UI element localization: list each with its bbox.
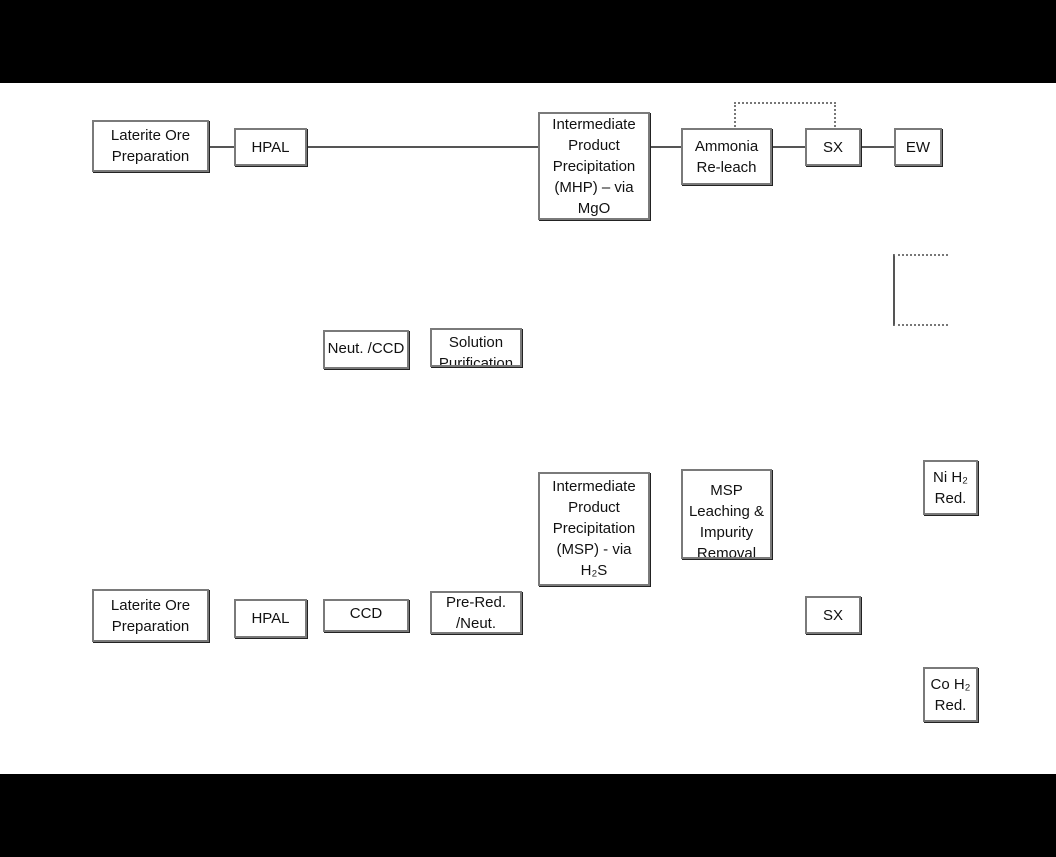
recycle-loop-line bbox=[734, 102, 836, 127]
box-label: Impurity bbox=[699, 524, 754, 541]
connector-line bbox=[770, 146, 806, 148]
box-label: Laterite Ore bbox=[110, 596, 191, 614]
connector-line bbox=[207, 146, 235, 148]
laterite-ore-preparation-box: Laterite Ore Preparation bbox=[92, 589, 209, 642]
box-label: Leaching & bbox=[688, 503, 765, 520]
ew-box: EW bbox=[894, 128, 942, 166]
box-label: Co H₂ bbox=[930, 675, 971, 693]
co-h2-reduction-box: Co H₂ Red. bbox=[923, 667, 978, 722]
msp-precipitation-box: Intermediate Product Precipitation (MSP)… bbox=[538, 472, 650, 586]
sx-box: SX bbox=[805, 596, 861, 634]
box-label: HPAL bbox=[251, 610, 290, 627]
ccd-box: CCD bbox=[323, 599, 409, 632]
box-label: Ammonia bbox=[694, 137, 759, 155]
box-label: MgO bbox=[577, 199, 611, 217]
box-label: Ni H₂ bbox=[933, 468, 968, 486]
box-label: Product bbox=[568, 136, 620, 154]
box-label: CCD bbox=[349, 605, 383, 622]
ammonia-releach-box: Ammonia Re-leach bbox=[681, 128, 772, 185]
box-label: Removal bbox=[696, 545, 757, 559]
ni-h2-reduction-box: Ni H₂ Red. bbox=[923, 460, 978, 515]
box-label: Product bbox=[568, 499, 620, 516]
connector-line bbox=[648, 146, 682, 148]
neut-ccd-box: Neut. /CCD bbox=[323, 330, 409, 369]
box-label: SX bbox=[822, 606, 843, 624]
hpal-box: HPAL bbox=[234, 128, 307, 166]
bracket-line bbox=[893, 254, 948, 326]
laterite-ore-preparation-box: Laterite Ore Preparation bbox=[92, 120, 209, 172]
box-label: Precipitation bbox=[552, 520, 636, 537]
mhp-precipitation-box: Intermediate Product Precipitation (MHP)… bbox=[538, 112, 650, 220]
box-label: Precipitation bbox=[552, 157, 636, 175]
hpal-box: HPAL bbox=[234, 599, 307, 638]
box-label: H₂S bbox=[580, 562, 608, 579]
sx-box: SX bbox=[805, 128, 861, 166]
flowsheet-canvas: Laterite Ore Preparation HPAL Intermedia… bbox=[0, 83, 1056, 774]
box-label: MSP bbox=[710, 482, 743, 499]
box-label: Laterite Ore bbox=[110, 127, 191, 144]
box-label: Neut. /CCD bbox=[327, 340, 405, 357]
box-label: Red. bbox=[934, 696, 967, 714]
box-label: /Neut. bbox=[455, 614, 497, 632]
box-label: Preparation bbox=[111, 617, 190, 635]
box-label: (MSP) - via bbox=[556, 541, 632, 558]
box-label: Red. bbox=[934, 489, 967, 507]
box-label: Preparation bbox=[111, 148, 190, 165]
box-label: EW bbox=[905, 138, 931, 156]
box-label: Intermediate bbox=[552, 478, 636, 495]
box-label: Pre-Red. bbox=[445, 593, 507, 611]
pre-red-neut-box: Pre-Red. /Neut. bbox=[430, 591, 522, 634]
connector-line bbox=[859, 146, 895, 148]
msp-leaching-box: MSP Leaching & Impurity Removal bbox=[681, 469, 772, 559]
box-label: SX bbox=[822, 138, 843, 156]
box-label: Solution bbox=[448, 334, 504, 351]
box-label: Re-leach bbox=[696, 158, 757, 176]
box-label: Purification bbox=[438, 355, 514, 367]
connector-line bbox=[305, 146, 539, 148]
box-label: HPAL bbox=[251, 138, 290, 156]
box-label: Intermediate bbox=[552, 115, 636, 133]
box-label: (MHP) – via bbox=[554, 178, 634, 196]
solution-purification-box: Solution Purification bbox=[430, 328, 522, 367]
